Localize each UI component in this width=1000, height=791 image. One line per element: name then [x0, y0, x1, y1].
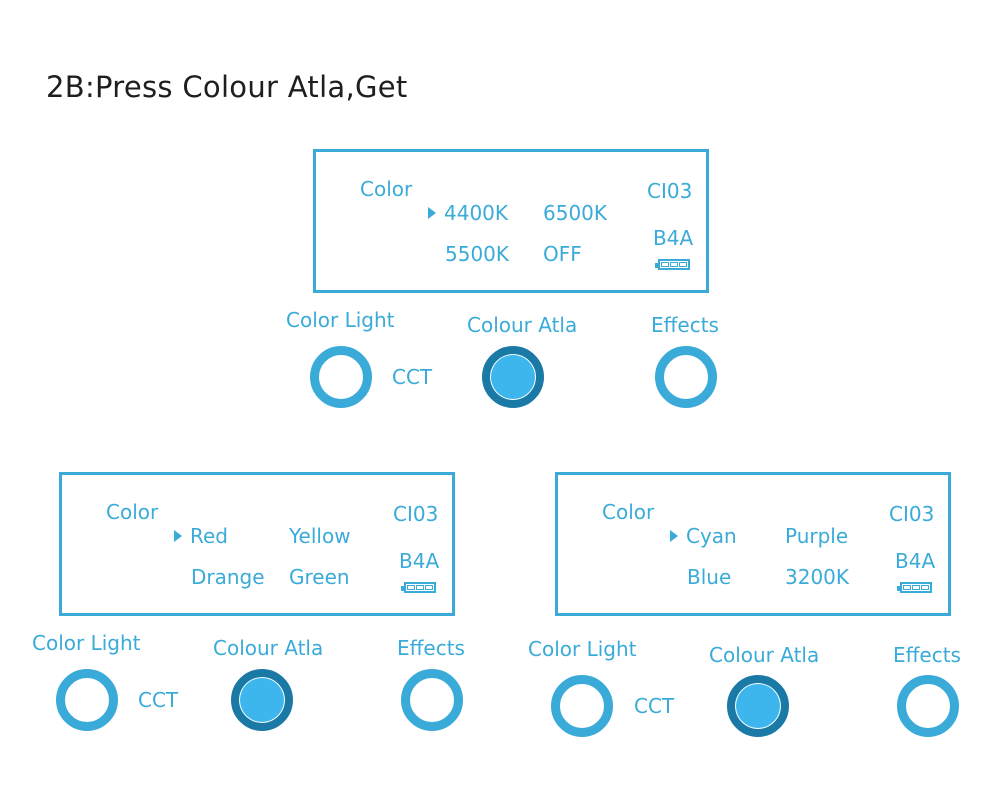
color-light-label: Color Light: [286, 308, 395, 332]
channel-code: CI03: [393, 502, 439, 526]
colour-atla-knob[interactable]: [727, 675, 789, 737]
effects-label: Effects: [651, 313, 719, 337]
option-3: 5500K: [445, 242, 510, 266]
channel-code: CI03: [647, 179, 693, 203]
page-title: 2B:Press Colour Atla,Get: [46, 70, 408, 104]
color-light-label: Color Light: [528, 637, 637, 661]
option-3: Blue: [687, 565, 732, 589]
option-1: Cyan: [686, 524, 737, 548]
channel-code: CI03: [889, 502, 935, 526]
colour-atla-label: Colour Atla: [213, 636, 324, 660]
effects-knob[interactable]: [401, 669, 463, 731]
cct-label: CCT: [392, 365, 433, 389]
battery-label: B4A: [399, 549, 440, 573]
colour-atla-label: Colour Atla: [709, 643, 820, 667]
option-2: Purple: [785, 524, 849, 548]
battery-icon: [655, 259, 690, 270]
colour-atla-knob[interactable]: [231, 669, 293, 731]
colour-atla-knob[interactable]: [482, 346, 544, 408]
effects-knob[interactable]: [897, 675, 959, 737]
effects-knob[interactable]: [655, 346, 717, 408]
device-panel-bottom-left: Color Red Yellow Drange Green CI03 B4A C…: [32, 472, 465, 731]
mode-label: Color: [602, 500, 655, 524]
option-4: Green: [289, 565, 350, 589]
device-panel-top: Color 4400K 6500K 5500K OFF CI03 B4A Col…: [286, 149, 719, 408]
color-light-knob[interactable]: [551, 675, 613, 737]
selection-arrow-icon: [428, 207, 436, 219]
mode-label: Color: [106, 500, 159, 524]
battery-icon: [401, 582, 436, 593]
color-light-knob[interactable]: [56, 669, 118, 731]
option-4: 3200K: [785, 565, 850, 589]
option-2: 6500K: [543, 201, 608, 225]
option-3: Drange: [191, 565, 265, 589]
device-panel-bottom-right: Color Cyan Purple Blue 3200K CI03 B4A Co…: [528, 472, 961, 737]
option-1: 4400K: [444, 201, 509, 225]
option-4: OFF: [543, 242, 582, 266]
color-light-knob[interactable]: [310, 346, 372, 408]
colour-atla-label: Colour Atla: [467, 313, 578, 337]
selection-arrow-icon: [174, 530, 182, 542]
selection-arrow-icon: [670, 530, 678, 542]
lcd-display: Color 4400K 6500K 5500K OFF CI03 B4A: [313, 149, 709, 293]
color-light-label: Color Light: [32, 631, 141, 655]
effects-label: Effects: [397, 636, 465, 660]
battery-label: B4A: [653, 226, 694, 250]
effects-label: Effects: [893, 643, 961, 667]
lcd-display: Color Cyan Purple Blue 3200K CI03 B4A: [555, 472, 951, 616]
cct-label: CCT: [634, 694, 675, 718]
lcd-display: Color Red Yellow Drange Green CI03 B4A: [59, 472, 455, 616]
battery-label: B4A: [895, 549, 936, 573]
option-1: Red: [190, 524, 228, 548]
battery-icon: [897, 582, 932, 593]
option-2: Yellow: [289, 524, 351, 548]
mode-label: Color: [360, 177, 413, 201]
cct-label: CCT: [138, 688, 179, 712]
